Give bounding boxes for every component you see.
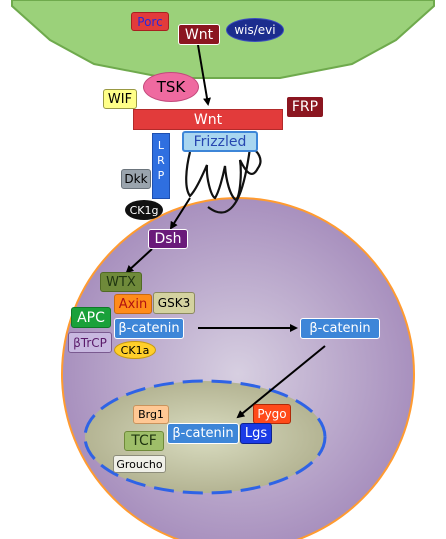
lgs-label: Lgs xyxy=(240,423,272,444)
frizzled-label: Frizzled xyxy=(182,131,258,152)
wis-evi-label: wis/evi xyxy=(226,18,284,42)
arrow-receptor-to-dsh xyxy=(169,197,191,230)
lrp-letter-r: R xyxy=(157,154,165,167)
beta-catenin-nuclear: β-catenin xyxy=(167,423,239,444)
pygo-label: Pygo xyxy=(253,404,291,424)
lrp-letter-p: P xyxy=(157,169,165,182)
wtx-label: WTX xyxy=(100,272,142,292)
lrp-coreceptor: L R P xyxy=(152,133,170,199)
groucho-label: Groucho xyxy=(113,455,166,473)
dkk-label: Dkk xyxy=(121,169,151,189)
beta-catenin-cytoplasmic: β-catenin xyxy=(300,318,380,339)
wnt-secreted-label: Wnt xyxy=(178,24,220,45)
lrp-letter-l: L xyxy=(157,139,165,152)
dsh-label: Dsh xyxy=(148,229,188,249)
tsk-label: TSK xyxy=(143,72,199,102)
frizzled-transmembrane-loops xyxy=(185,146,262,214)
arrow-wnt-to-membrane xyxy=(197,44,211,106)
tcf-label: TCF xyxy=(124,431,164,451)
ck1a-label: CK1a xyxy=(114,341,156,359)
porc-label: Porc xyxy=(131,12,169,31)
frp-label: FRP xyxy=(286,96,324,118)
arrow-cytoplasm-to-nucleus xyxy=(236,345,326,419)
axin-label: Axin xyxy=(114,294,152,314)
sending-cell xyxy=(11,0,435,79)
wif-label: WIF xyxy=(103,89,137,109)
wnt-bound-bar: Wnt xyxy=(133,109,283,130)
gsk3-label: GSK3 xyxy=(153,292,195,314)
btrcp-label: βTrCP xyxy=(68,332,112,353)
apc-label: APC xyxy=(71,307,111,328)
arrow-dsh-to-complex xyxy=(125,248,153,274)
beta-catenin-destruction-complex: β-catenin xyxy=(114,318,184,339)
brg1-label: Brg1 xyxy=(133,405,169,424)
ck1g-label: CK1g xyxy=(125,200,163,220)
